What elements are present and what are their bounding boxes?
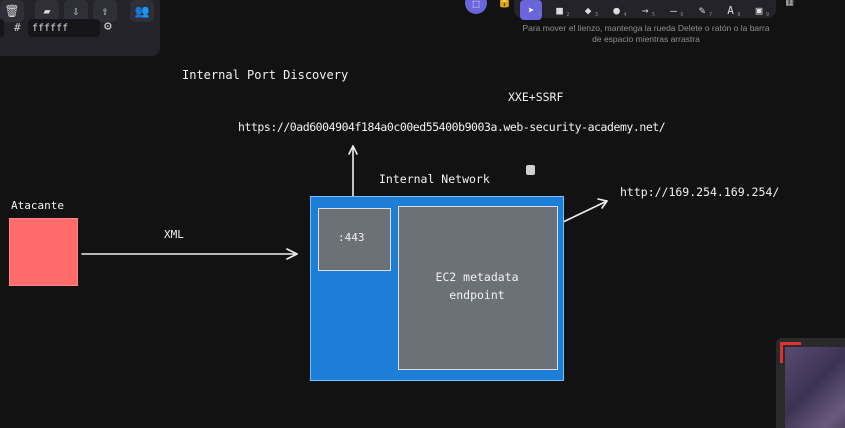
tool-image-icon[interactable]: ▣ xyxy=(755,3,763,17)
network-label: Internal Network xyxy=(379,172,490,186)
tool-arrow-shortcut: 5 xyxy=(652,12,656,18)
hex-hash-label: # xyxy=(14,21,21,34)
color-swatch[interactable] xyxy=(0,19,4,37)
port-label: :443 xyxy=(338,231,365,244)
tool-arrow-icon[interactable]: → xyxy=(641,3,649,17)
tool-rectangle-shortcut: 2 xyxy=(566,12,570,18)
color-hex-input[interactable] xyxy=(28,19,100,37)
trash-icon[interactable]: 🗑 xyxy=(0,0,24,22)
gear-icon[interactable]: ⚙ xyxy=(104,19,112,34)
attacker-label: Atacante xyxy=(11,199,64,212)
hand-cursor-icon xyxy=(526,165,535,175)
port-box[interactable] xyxy=(318,208,391,271)
folder-icon[interactable]: ▰ xyxy=(35,0,59,22)
tool-image-shortcut: 9 xyxy=(766,12,770,18)
sidebar-icon[interactable]: ▥ xyxy=(786,0,794,8)
target-url: https://0ad6004904f184a0c00ed55400b9003a… xyxy=(238,120,666,134)
xml-label: XML xyxy=(164,228,184,241)
webcam-frame-marker xyxy=(780,342,801,363)
export-icon[interactable]: ⇩ xyxy=(64,0,88,22)
metadata-arrow xyxy=(560,200,608,224)
tool-select-icon[interactable]: ➤ xyxy=(520,0,542,20)
tool-draw-icon[interactable]: ✎ xyxy=(698,3,706,17)
tool-line-icon[interactable]: — xyxy=(670,3,677,17)
tool-ellipse-icon[interactable]: ● xyxy=(613,3,620,17)
xml-arrow-head xyxy=(286,248,298,260)
attacker-node[interactable] xyxy=(9,218,78,286)
tool-ellipse-shortcut: 4 xyxy=(623,12,627,18)
ec2-label-line1: EC2 metadata xyxy=(435,270,519,284)
technique-label: XXE+SSRF xyxy=(508,90,564,104)
tool-line-shortcut: 6 xyxy=(680,12,684,18)
tool-text-shortcut: 8 xyxy=(737,12,741,18)
webcam-overlay xyxy=(776,338,845,428)
lock-icon[interactable]: 🔓 xyxy=(497,0,512,8)
ec2-label-line2: endpoint xyxy=(449,288,505,302)
tool-select-shortcut: 1 xyxy=(538,12,542,18)
tool-rectangle-icon[interactable]: ■ xyxy=(556,3,563,17)
library-button[interactable]: ⬚ xyxy=(465,0,487,14)
export-image-icon[interactable]: ⇧ xyxy=(93,0,117,22)
tool-text-icon[interactable]: A xyxy=(727,3,734,17)
ec2-metadata-box[interactable] xyxy=(398,206,558,370)
tool-draw-shortcut: 7 xyxy=(709,12,713,18)
canvas-hint: Para mover el lienzo, mantenga la rueda … xyxy=(522,23,770,44)
up-arrow-head xyxy=(348,145,358,155)
metadata-url: http://169.254.169.254/ xyxy=(620,185,780,199)
collaborators-icon[interactable]: 👥 xyxy=(130,0,154,22)
properties-panel: 🗑 ▰ ⇩ ⇧ 👥 # ⚙ xyxy=(0,0,160,56)
tool-diamond-icon[interactable]: ◆ xyxy=(584,3,592,17)
diagram-title: Internal Port Discovery xyxy=(182,68,349,82)
webcam-feed xyxy=(785,347,845,428)
tool-diamond-shortcut: 3 xyxy=(595,12,599,18)
metadata-arrow-head xyxy=(597,198,608,209)
